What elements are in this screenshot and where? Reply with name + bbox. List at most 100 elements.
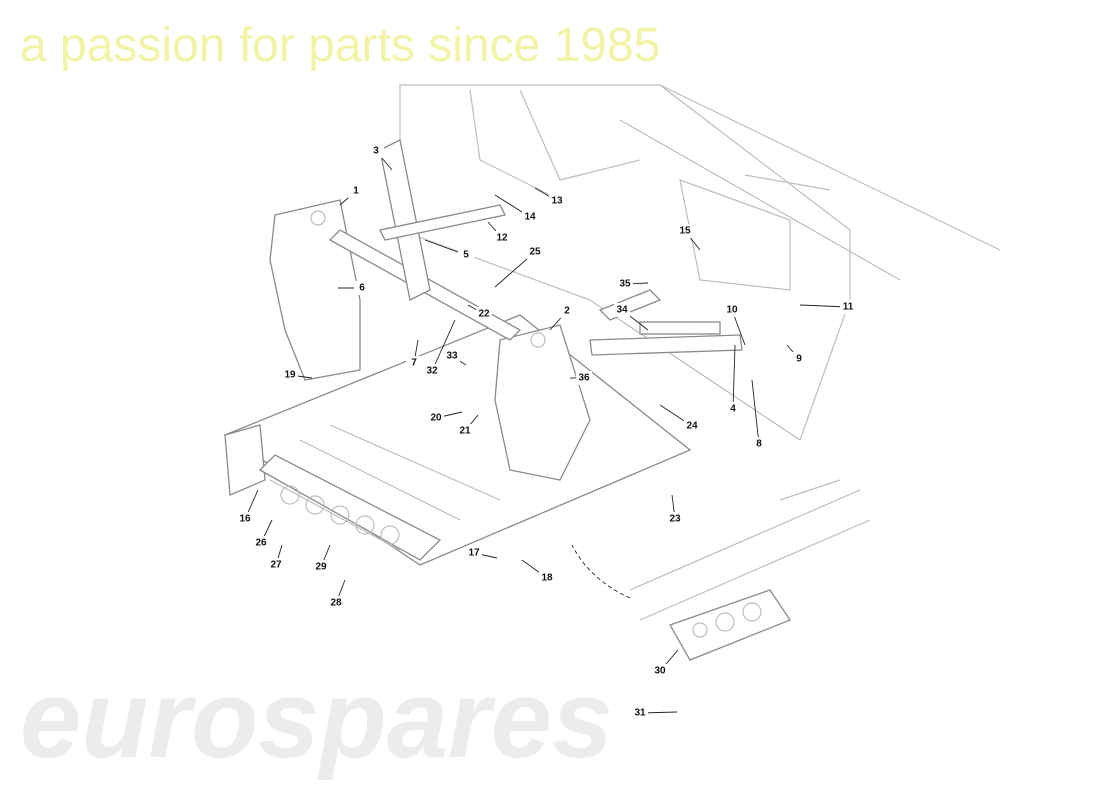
part-callout-6[interactable]: 6 bbox=[338, 281, 370, 295]
part-callout-15[interactable]: 15 bbox=[677, 224, 701, 251]
label-background bbox=[751, 437, 767, 451]
part-callout-9[interactable]: 9 bbox=[786, 344, 807, 366]
part-callout-3[interactable]: 3 bbox=[368, 144, 393, 171]
part-callout-34[interactable]: 34 bbox=[614, 303, 649, 331]
part-number-label[interactable]: 11 bbox=[843, 302, 854, 313]
part-number-label[interactable]: 33 bbox=[446, 351, 458, 362]
part-number-label[interactable]: 22 bbox=[478, 309, 490, 320]
part-callout-29[interactable]: 29 bbox=[313, 544, 331, 574]
label-background bbox=[458, 248, 474, 262]
part-number-label[interactable]: 19 bbox=[284, 370, 296, 381]
part-callout-8[interactable]: 8 bbox=[751, 379, 767, 451]
part-number-label[interactable]: 15 bbox=[679, 226, 691, 237]
part-callout-28[interactable]: 28 bbox=[328, 579, 346, 610]
label-background bbox=[268, 558, 284, 572]
part-number-label[interactable]: 5 bbox=[463, 250, 469, 261]
inset-undertray-detail bbox=[571, 479, 871, 661]
part-callout-17[interactable]: 17 bbox=[466, 546, 498, 560]
part-callout-27[interactable]: 27 bbox=[268, 544, 284, 572]
part-number-label[interactable]: 14 bbox=[524, 212, 536, 223]
label-background bbox=[614, 303, 630, 317]
part-callout-2[interactable]: 2 bbox=[549, 304, 575, 331]
part-number-label[interactable]: 6 bbox=[359, 283, 365, 294]
part-number-label[interactable]: 30 bbox=[654, 666, 666, 677]
part-number-label[interactable]: 8 bbox=[756, 439, 762, 450]
part-callout-13[interactable]: 13 bbox=[534, 187, 565, 208]
label-background bbox=[684, 419, 700, 433]
part-callout-11[interactable]: 11 bbox=[799, 300, 856, 314]
label-background bbox=[632, 706, 648, 720]
label-background bbox=[522, 210, 538, 224]
leader-line bbox=[431, 319, 456, 372]
part-number-label[interactable]: 1 bbox=[353, 186, 359, 197]
part-number-label[interactable]: 3 bbox=[373, 146, 379, 157]
part-callout-36[interactable]: 36 bbox=[570, 371, 592, 385]
label-background bbox=[539, 571, 555, 585]
label-background bbox=[348, 184, 364, 198]
part-callout-21[interactable]: 21 bbox=[457, 414, 479, 438]
label-background bbox=[549, 194, 565, 208]
label-background bbox=[559, 304, 575, 318]
part-number-label[interactable]: 23 bbox=[669, 514, 681, 525]
leader-line bbox=[751, 379, 760, 445]
part-number-label[interactable]: 24 bbox=[686, 421, 698, 432]
part-callout-32[interactable]: 32 bbox=[424, 319, 456, 378]
part-callout-16[interactable]: 16 bbox=[237, 489, 259, 526]
part-callout-19[interactable]: 19 bbox=[282, 368, 313, 382]
part-callout-24[interactable]: 24 bbox=[659, 404, 700, 433]
part-callout-10[interactable]: 10 bbox=[724, 303, 746, 346]
label-background bbox=[667, 512, 683, 526]
part-number-label[interactable]: 13 bbox=[551, 196, 563, 207]
label-background bbox=[424, 364, 440, 378]
part-number-label[interactable]: 16 bbox=[239, 514, 251, 525]
part-callout-18[interactable]: 18 bbox=[521, 559, 555, 585]
body-shell-outline bbox=[399, 84, 1001, 441]
part-number-label[interactable]: 12 bbox=[496, 233, 508, 244]
part-number-label[interactable]: 9 bbox=[796, 354, 802, 365]
label-background bbox=[791, 352, 807, 366]
part-number-label[interactable]: 27 bbox=[270, 560, 282, 571]
label-background bbox=[840, 300, 856, 314]
part-callout-14[interactable]: 14 bbox=[494, 194, 538, 224]
part-number-label[interactable]: 35 bbox=[619, 279, 631, 290]
part-number-label[interactable]: 29 bbox=[315, 562, 327, 573]
part-number-label[interactable]: 25 bbox=[529, 247, 541, 258]
label-background bbox=[237, 512, 253, 526]
label-background bbox=[444, 349, 460, 363]
part-number-label[interactable]: 26 bbox=[255, 538, 267, 549]
part-number-label[interactable]: 4 bbox=[730, 404, 736, 415]
part-callout-35[interactable]: 35 bbox=[617, 277, 649, 291]
part-callout-33[interactable]: 33 bbox=[444, 349, 467, 366]
left-suspension-tower bbox=[269, 199, 361, 381]
label-background bbox=[457, 424, 473, 438]
part-number-label[interactable]: 32 bbox=[426, 366, 438, 377]
part-number-label[interactable]: 2 bbox=[564, 306, 570, 317]
part-number-label[interactable]: 7 bbox=[411, 358, 417, 369]
part-number-label[interactable]: 36 bbox=[578, 373, 590, 384]
part-callout-5[interactable]: 5 bbox=[424, 239, 474, 262]
part-number-label[interactable]: 31 bbox=[634, 708, 646, 719]
part-callout-20[interactable]: 20 bbox=[428, 411, 463, 425]
part-callout-31[interactable]: 31 bbox=[632, 706, 678, 720]
part-callout-23[interactable]: 23 bbox=[667, 494, 683, 526]
part-callout-25[interactable]: 25 bbox=[494, 245, 543, 288]
part-callout-1[interactable]: 1 bbox=[339, 184, 364, 206]
part-callout-30[interactable]: 30 bbox=[652, 649, 679, 678]
part-callout-4[interactable]: 4 bbox=[725, 344, 741, 416]
label-background bbox=[328, 596, 344, 610]
part-callout-7[interactable]: 7 bbox=[406, 339, 422, 370]
part-number-label[interactable]: 10 bbox=[726, 305, 738, 316]
watermark-brand: eurospares bbox=[20, 658, 614, 781]
part-callout-26[interactable]: 26 bbox=[253, 519, 273, 550]
part-number-label[interactable]: 18 bbox=[541, 573, 553, 584]
part-number-label[interactable]: 20 bbox=[430, 413, 442, 424]
part-number-label[interactable]: 17 bbox=[468, 548, 480, 559]
part-callout-22[interactable]: 22 bbox=[467, 304, 492, 321]
label-background bbox=[652, 664, 668, 678]
part-number-label[interactable]: 28 bbox=[330, 598, 342, 609]
part-number-label[interactable]: 34 bbox=[616, 305, 628, 316]
label-background bbox=[724, 303, 740, 317]
part-number-label[interactable]: 21 bbox=[459, 426, 471, 437]
part-callout-12[interactable]: 12 bbox=[487, 221, 510, 245]
